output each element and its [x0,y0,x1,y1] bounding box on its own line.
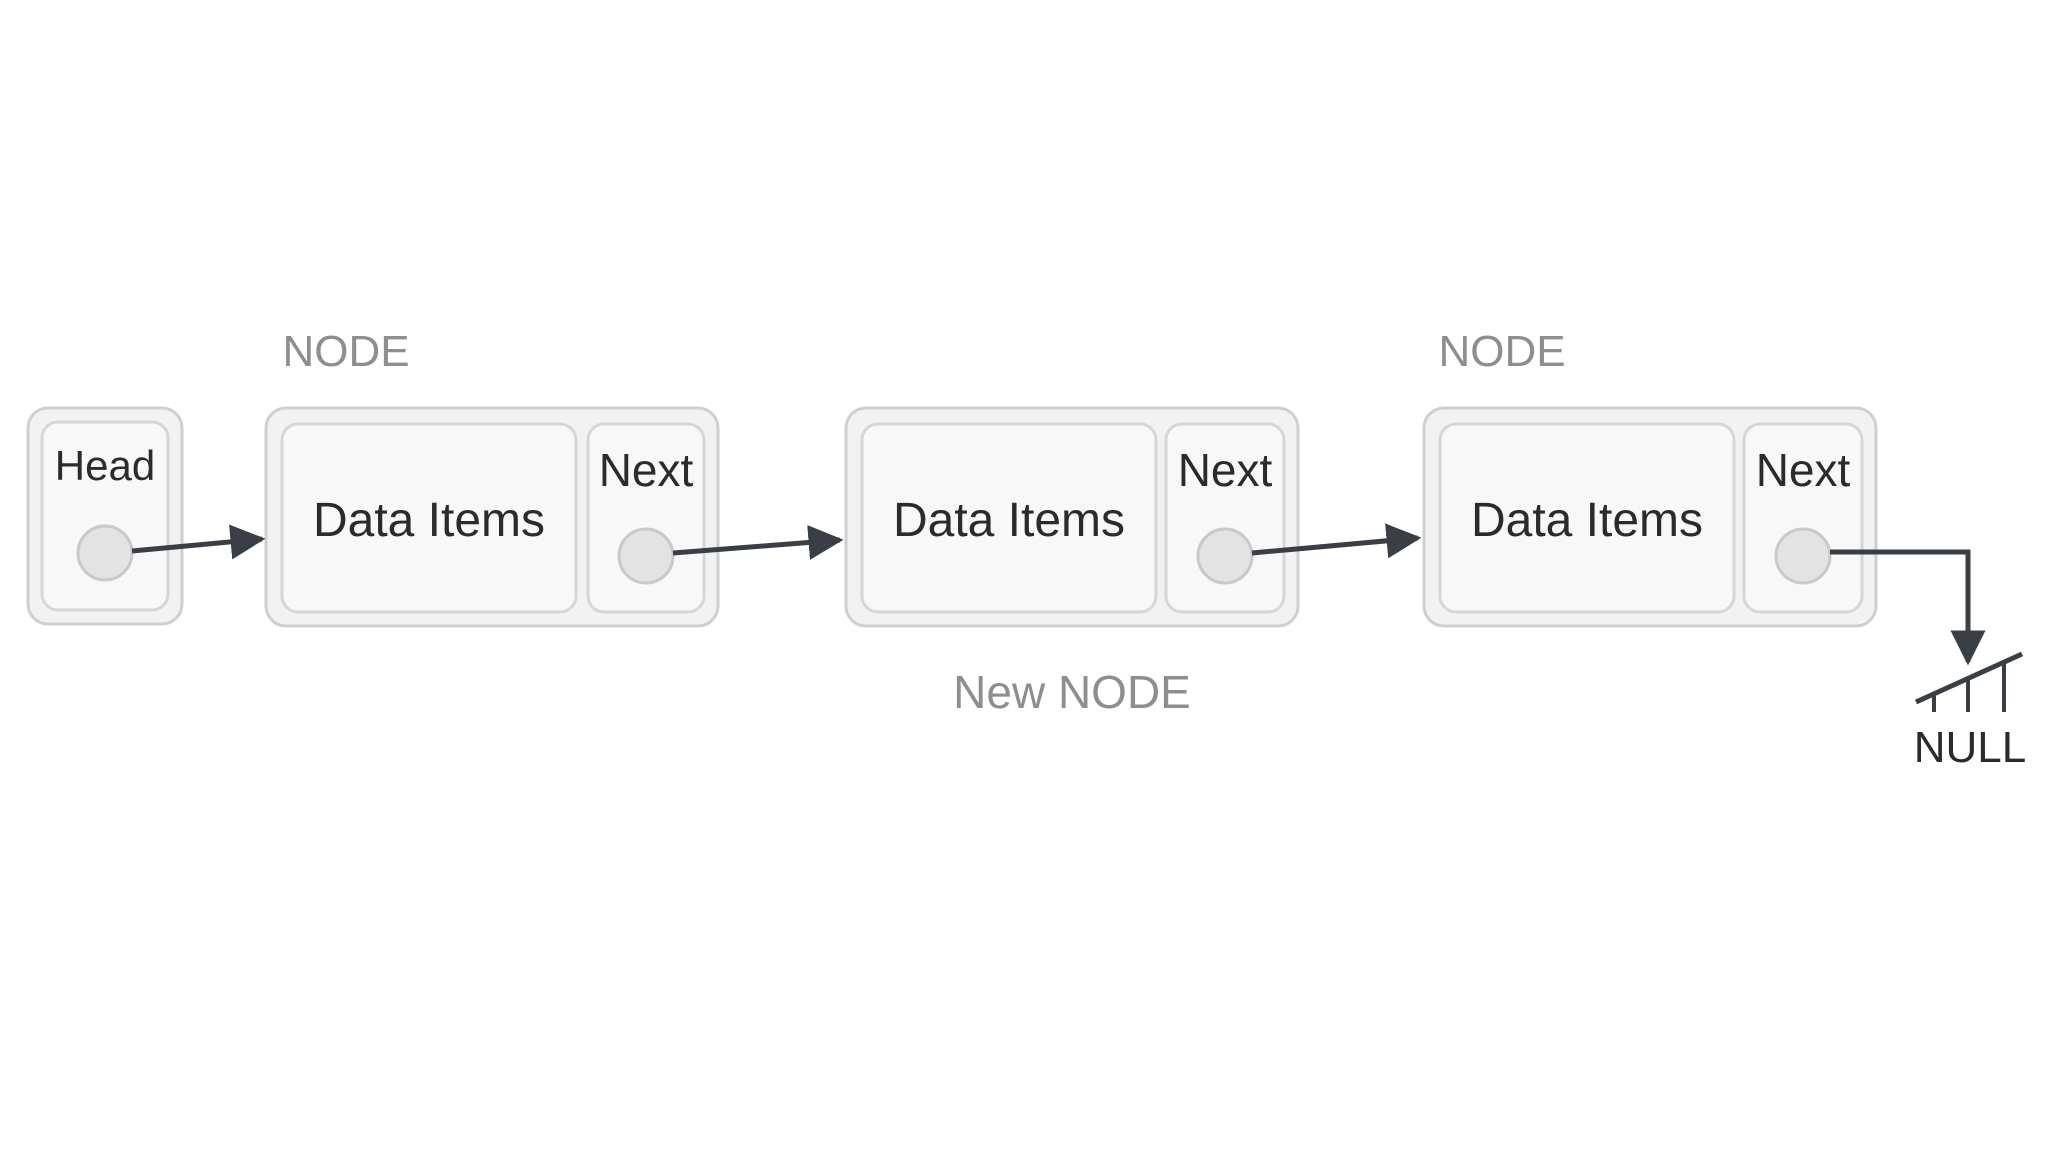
arrow-node-2-to-node-3 [1251,523,1422,559]
node-3-next-label: Next [1756,444,1851,496]
head-inner-box [40,420,170,612]
node-2-next-box [1164,422,1286,614]
node-3-caption: NODE [1438,327,1565,376]
node-2: Data Items Next New NODE [844,406,1300,718]
node-3-next-box [1742,422,1864,614]
node-2-next-dot [1196,527,1254,585]
node-1-caption: NODE [282,327,409,376]
node-1-data-label: Data Items [313,494,545,547]
head-pointer: Head [26,406,184,626]
node-2-next-label: Next [1178,444,1273,496]
node-2-data-label: Data Items [893,494,1125,547]
node-3: NODE Data Items Next [1422,327,1878,628]
node-3-data-label: Data Items [1471,494,1703,547]
node-1-next-label: Next [599,444,694,496]
arrow-node-1-to-node-2 [672,524,844,560]
node-3-next-dot [1774,527,1832,585]
node-2-caption: New NODE [953,666,1191,718]
node-1-next-box [586,422,706,614]
head-pointer-dot [76,524,134,582]
node-3-data-box [1438,422,1736,614]
node-1-next-dot [617,527,675,585]
arrow-head-to-node-1 [131,524,266,560]
node-1-data-box [280,422,578,614]
null-ground-icon [1914,651,2024,712]
arrow-node-3-to-null [1830,549,1986,666]
head-label: Head [55,442,155,489]
node-2-data-box [860,422,1158,614]
node-1: NODE Data Items Next [264,327,720,628]
null-label: NULL [1914,723,2027,772]
